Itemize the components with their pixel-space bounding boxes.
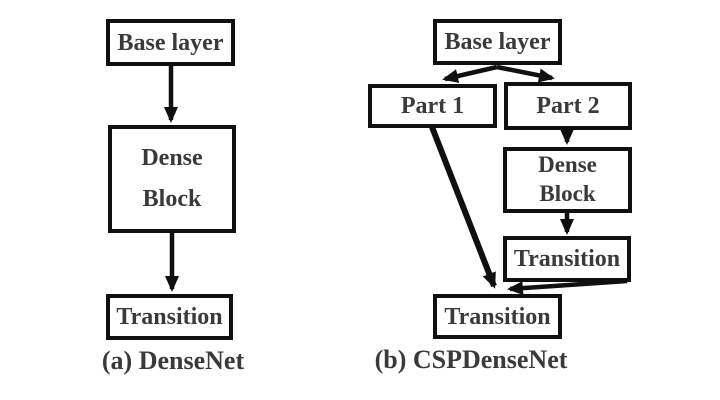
arrow-b-trans1-to-trans2 [507, 278, 628, 296]
caption-densenet: (a) DenseNet [101, 346, 245, 375]
node-b-part-2: Part 2 [504, 82, 632, 130]
node-b-transition-upper: Transition [503, 236, 631, 282]
caption-cspdensenet: (b) CSPDenseNet [374, 345, 568, 374]
node-a-base-layer: Base layer [106, 19, 235, 66]
node-b-part-1: Part 1 [368, 84, 497, 128]
arrow-b-base-to-part1 [442, 64, 498, 83]
arrow-b-part1-to-trans2 [429, 125, 497, 289]
arrow-b-base-to-part2 [496, 64, 555, 83]
node-b-transition-lower: Transition [433, 294, 562, 339]
node-a-dense-block: Dense Block [108, 125, 236, 233]
node-a-transition: Transition [106, 294, 233, 340]
node-b-base-layer: Base layer [433, 19, 562, 65]
node-b-dense-block: Dense Block [503, 147, 632, 213]
